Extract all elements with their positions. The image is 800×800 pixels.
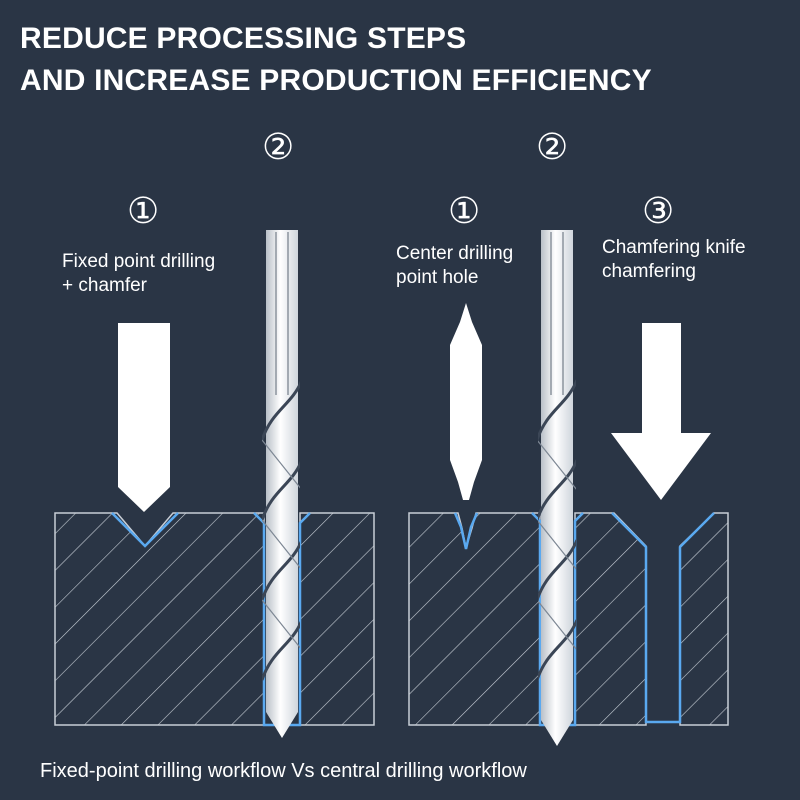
right-step-1-marker: ① bbox=[448, 191, 481, 232]
left-twist-drill bbox=[262, 230, 300, 738]
center-drill-tool bbox=[450, 303, 482, 500]
left-block-right-section bbox=[299, 512, 375, 726]
left-step-1-marker: ① bbox=[127, 191, 160, 232]
left-block-left-section bbox=[54, 512, 265, 726]
right-chamfer-hole-outline bbox=[611, 512, 715, 724]
left-step-1-label: Fixed point drilling + chamfer bbox=[62, 250, 215, 298]
right-block-section-1 bbox=[408, 512, 541, 726]
right-block-section-3 bbox=[679, 512, 729, 726]
left-step-1-label-line-1: Fixed point drilling bbox=[62, 251, 216, 272]
left-step-1-label-line-2: + chamfer bbox=[62, 275, 148, 296]
right-step-3-label-line-1: Chamfering knife bbox=[602, 237, 746, 258]
right-twist-drill bbox=[538, 230, 576, 746]
left-step-2-marker: ② bbox=[262, 127, 295, 168]
chamfer-arrow bbox=[611, 323, 711, 500]
left-chamfer-outline bbox=[111, 512, 179, 548]
title-line-1: REDUCE PROCESSING STEPS bbox=[20, 22, 467, 55]
right-center-hole-outline bbox=[453, 512, 479, 550]
right-block-section-2 bbox=[574, 512, 647, 726]
right-step-3-label-line-2: chamfering bbox=[602, 261, 696, 282]
right-workpiece bbox=[408, 512, 729, 727]
left-step-drill-tool bbox=[118, 323, 170, 512]
right-step-3-label: Chamfering knife chamfering bbox=[602, 236, 746, 284]
right-step-3-marker: ③ bbox=[642, 191, 675, 232]
left-workpiece bbox=[54, 512, 375, 727]
title-line-2: AND INCREASE PRODUCTION EFFICIENCY bbox=[20, 64, 652, 97]
right-step-1-label: Center drilling point hole bbox=[396, 242, 513, 290]
right-step-1-label-line-1: Center drilling bbox=[396, 243, 514, 264]
caption: Fixed-point drilling workflow Vs central… bbox=[40, 760, 527, 782]
right-step-2-marker: ② bbox=[536, 127, 569, 168]
right-step-1-label-line-2: point hole bbox=[396, 267, 479, 288]
